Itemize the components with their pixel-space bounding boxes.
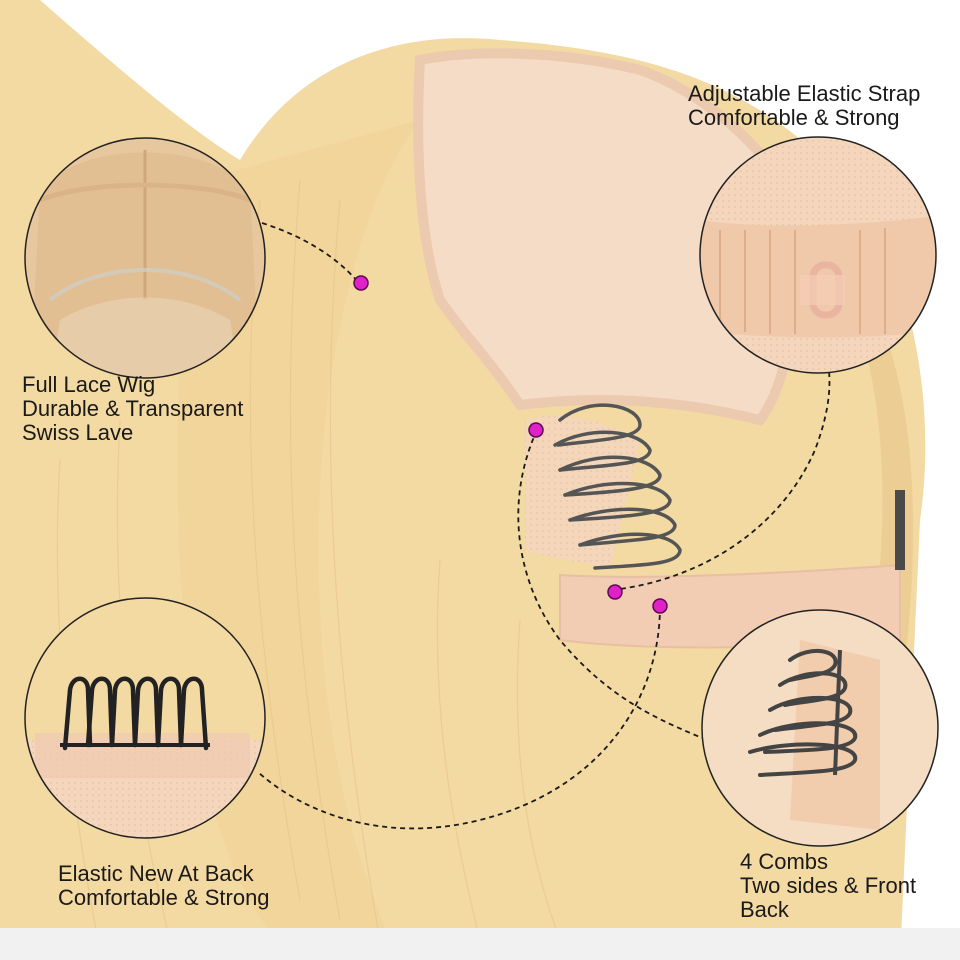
- connector-strap: [611, 339, 831, 591]
- caption-combs: 4 Combs Two sides & Front Back: [740, 850, 916, 922]
- caption-combs-line2: Two sides & Front: [740, 873, 917, 898]
- caption-full-lace-line2: Durable & Transparent: [22, 396, 244, 421]
- caption-strap-line1: Adjustable Elastic Strap: [688, 81, 921, 106]
- marker-strap: [607, 584, 623, 600]
- caption-combs-line1: 4 Combs: [740, 849, 829, 874]
- connector-lines: [257, 222, 831, 830]
- lace-top-panel: [413, 48, 799, 426]
- connector-comb-side: [517, 429, 703, 739]
- caption-elastic-line2: Comfortable & Strong: [58, 885, 270, 910]
- zoom-circle-back-combs: [24, 597, 266, 839]
- marker-lace: [353, 275, 369, 291]
- side-comb: [553, 403, 682, 570]
- right-strap-edge: [895, 490, 905, 570]
- caption-combs-line3: Back: [740, 897, 789, 922]
- caption-elastic: Elastic New At Back Comfortable & Strong: [58, 862, 270, 910]
- caption-full-lace: Full Lace Wig Durable & Transparent Swis…: [22, 373, 243, 445]
- marker-comb-side: [528, 422, 544, 438]
- caption-strap: Adjustable Elastic Strap Comfortable & S…: [688, 82, 920, 130]
- connector-full-lace: [261, 222, 359, 283]
- connector-comb-back: [257, 605, 661, 830]
- bottom-bar: [0, 928, 960, 960]
- zoom-circle-side-combs: [701, 609, 939, 847]
- marker-comb-back: [652, 598, 668, 614]
- markers: [353, 275, 668, 614]
- hair-strands: [56, 179, 561, 951]
- zoom-circle-full-lace: [24, 137, 266, 379]
- zoom-circle-strap: [699, 136, 937, 374]
- caption-full-lace-line1: Full Lace Wig: [22, 372, 156, 397]
- caption-full-lace-line3: Swiss Lave: [22, 420, 134, 445]
- caption-strap-line2: Comfortable & Strong: [688, 105, 900, 130]
- caption-elastic-line1: Elastic New At Back: [58, 861, 254, 886]
